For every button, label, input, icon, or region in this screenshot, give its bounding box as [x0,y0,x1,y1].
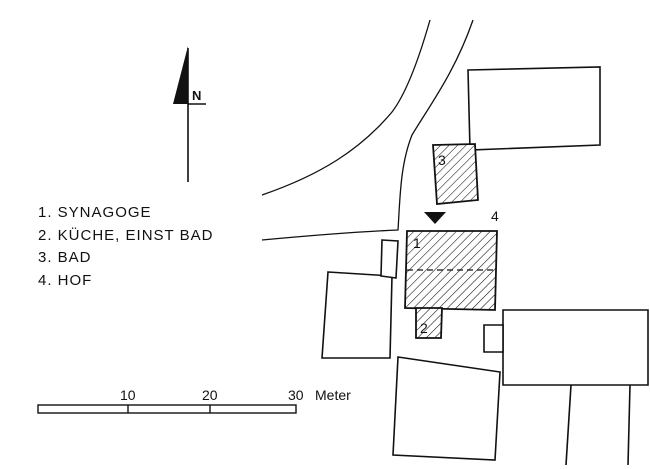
road-outline [261,19,474,241]
scale-tick-30: 30 [288,387,304,403]
legend-item-courtyard: 4. HOF [38,272,92,289]
scale-tick-20: 20 [202,387,218,403]
scale-unit: Meter [315,387,351,403]
building-northeast [467,66,601,151]
building-west [321,271,393,359]
legend-item-bath: 3. BAD [38,249,92,266]
building-east-annex [483,324,504,353]
label-kitchen: 2 [420,320,428,336]
north-label: N [192,88,201,103]
synagogue-complex: 1 2 3 4 [404,143,499,339]
bath-building [432,143,479,205]
label-bath: 3 [438,152,446,168]
building-south [392,356,501,461]
scale-tick-10: 10 [120,387,136,403]
buildings [321,66,649,466]
building-east [502,309,649,386]
label-synagogue: 1 [413,235,421,251]
north-arrow-icon: N [173,46,206,182]
label-courtyard: 4 [491,208,499,224]
legend: 1. SYNAGOGE 2. KÜCHE, EINST BAD 3. BAD 4… [38,204,213,289]
kitchen-building [415,307,443,339]
legend-item-synagogue: 1. SYNAGOGE [38,204,152,221]
scale-bar: 10 20 30 Meter [37,387,351,414]
legend-item-kitchen: 2. KÜCHE, EINST BAD [38,226,213,244]
building-west-annex [380,239,399,279]
entrance-marker-icon [424,212,446,224]
